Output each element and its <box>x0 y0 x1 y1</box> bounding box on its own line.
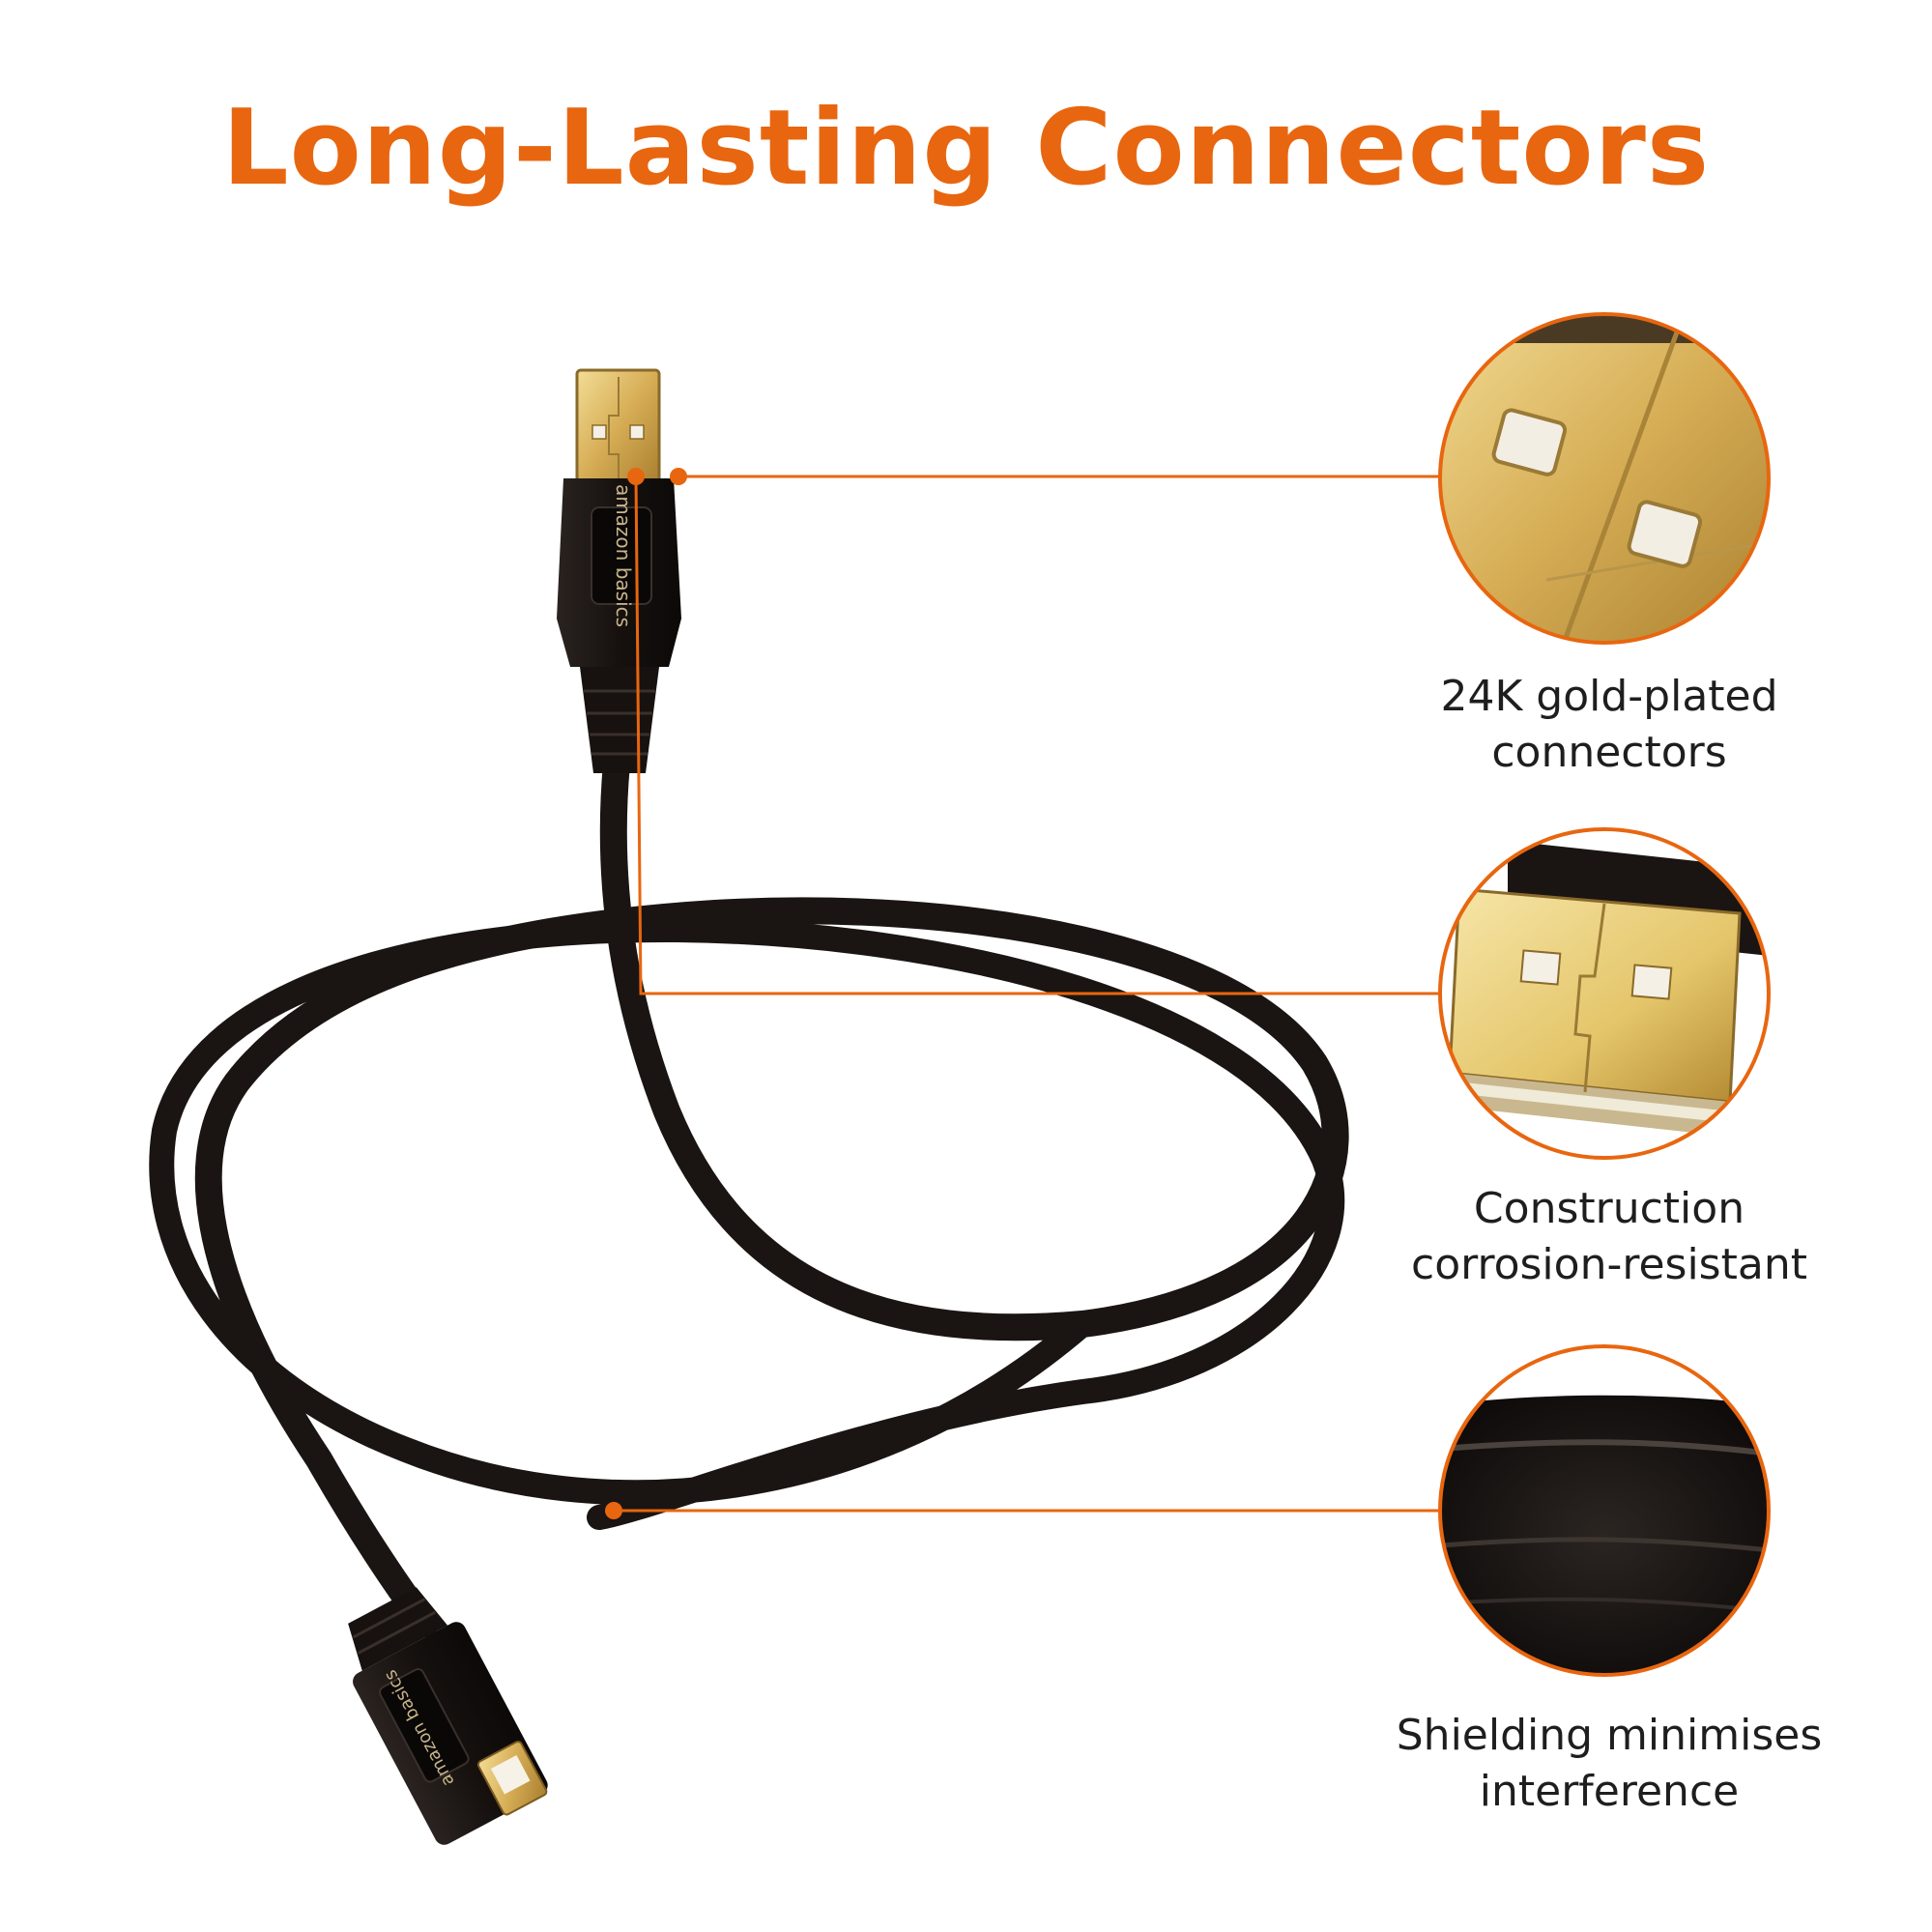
usb-plug-closeup-icon <box>1438 827 1771 1160</box>
callout-caption-shielding: Shielding minimises interference <box>1358 1708 1860 1820</box>
usb-female-connector: amazon basics <box>348 1587 548 1845</box>
cable-main-strand <box>194 750 1349 1637</box>
caption-line: Construction <box>1473 1184 1745 1233</box>
brand-logo-top: amazon basics <box>612 484 635 627</box>
caption-line: corrosion-resistant <box>1411 1240 1807 1289</box>
caption-line: connectors <box>1491 728 1727 777</box>
cable-loops <box>149 750 1349 1637</box>
caption-line: interference <box>1479 1767 1740 1816</box>
callout-dots <box>605 468 687 1519</box>
usb-male-connector: amazon basics <box>557 368 681 773</box>
caption-line: Shielding minimises <box>1396 1711 1823 1760</box>
cable-shielding-closeup-icon <box>1438 1344 1771 1677</box>
gold-plated-contacts-closeup-icon <box>1438 312 1771 645</box>
caption-line: 24K gold-plated <box>1440 672 1778 721</box>
page-title: Long-Lasting Connectors <box>221 88 1711 209</box>
cable-second-loop <box>149 916 1345 1530</box>
callout-caption-gold-plated: 24K gold-plated connectors <box>1358 669 1860 781</box>
callout-leaders <box>614 475 1440 1513</box>
callout-caption-corrosion-resistant: Construction corrosion-resistant <box>1358 1181 1860 1293</box>
